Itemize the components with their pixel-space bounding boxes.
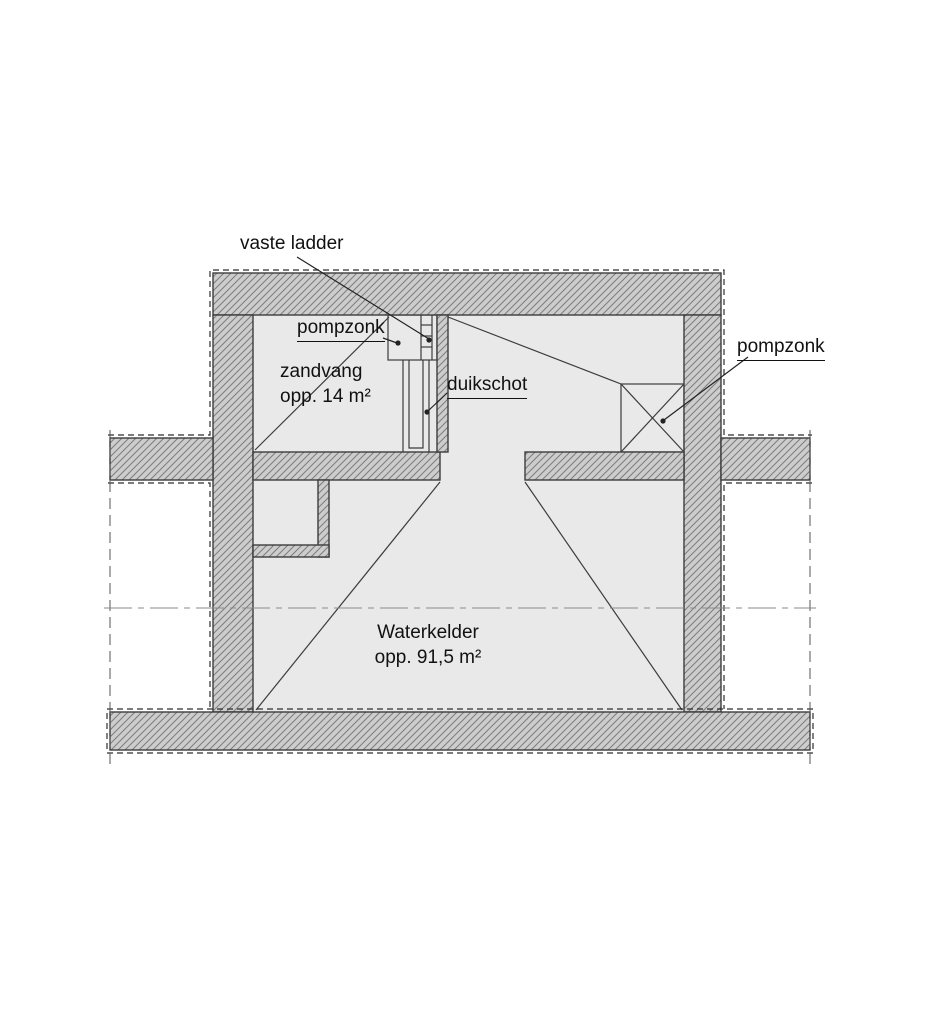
label-zandvang-line1: zandvang	[280, 361, 363, 382]
membrane-dashed-lines	[106, 269, 814, 754]
label-vaste-ladder: vaste ladder	[240, 231, 344, 256]
membrane-left	[108, 482, 211, 709]
label-pompzonk-right: pompzonk	[737, 334, 825, 361]
label-waterkelder-line2: opp. 91,5 m²	[374, 647, 482, 668]
leader-dot-pompzonk-left	[395, 340, 401, 346]
membrane-bottom-slab	[106, 708, 814, 754]
dividing-wall	[436, 314, 449, 453]
leader-pompzonk-left	[382, 337, 398, 344]
leader-duikschot	[427, 392, 448, 412]
membrane-right	[723, 482, 812, 709]
label-vaste-ladder-text: vaste ladder	[240, 233, 344, 254]
concrete-walls	[109, 272, 811, 751]
label-waterkelder-line1: Waterkelder	[377, 622, 479, 643]
left-floor-slab	[252, 451, 441, 481]
label-pompzonk-right-text: pompzonk	[737, 334, 825, 361]
membrane-top	[108, 269, 812, 436]
label-pompzonk-left: pompzonk	[297, 315, 385, 342]
bottom-slab	[109, 711, 811, 751]
leader-lines	[296, 256, 749, 424]
right-floor-slope	[447, 316, 622, 385]
step-wall-horizontal	[252, 544, 330, 558]
label-duikschot: duikschot	[447, 372, 528, 399]
label-pompzonk-left-text: pompzonk	[297, 315, 385, 342]
label-waterkelder: Waterkelder opp. 91,5 m²	[328, 620, 528, 670]
left-wall	[212, 314, 254, 713]
leader-dot-vaste-ladder	[426, 337, 432, 343]
cellar-slope-right	[524, 481, 683, 711]
right-wall	[683, 314, 722, 713]
label-zandvang-line2: opp. 14 m²	[280, 386, 371, 407]
right-wing-slab	[720, 437, 811, 481]
leader-pompzonk-right	[663, 356, 749, 421]
top-slab	[212, 272, 722, 316]
label-zandvang: zandvang opp. 14 m²	[280, 359, 371, 409]
duikschot-inner	[408, 360, 424, 449]
leader-dot-pompzonk-right	[660, 418, 666, 424]
left-wing-slab	[109, 437, 214, 481]
right-floor-slab	[524, 451, 685, 481]
label-duikschot-text: duikschot	[447, 372, 528, 399]
leader-dot-duikschot	[424, 409, 430, 415]
boundary-lines	[109, 430, 811, 768]
cellar-slope-left	[255, 481, 441, 711]
pit-diagonal	[620, 383, 685, 453]
zandvang-floor-slope	[254, 316, 390, 451]
leader-vaste-ladder	[296, 256, 430, 340]
